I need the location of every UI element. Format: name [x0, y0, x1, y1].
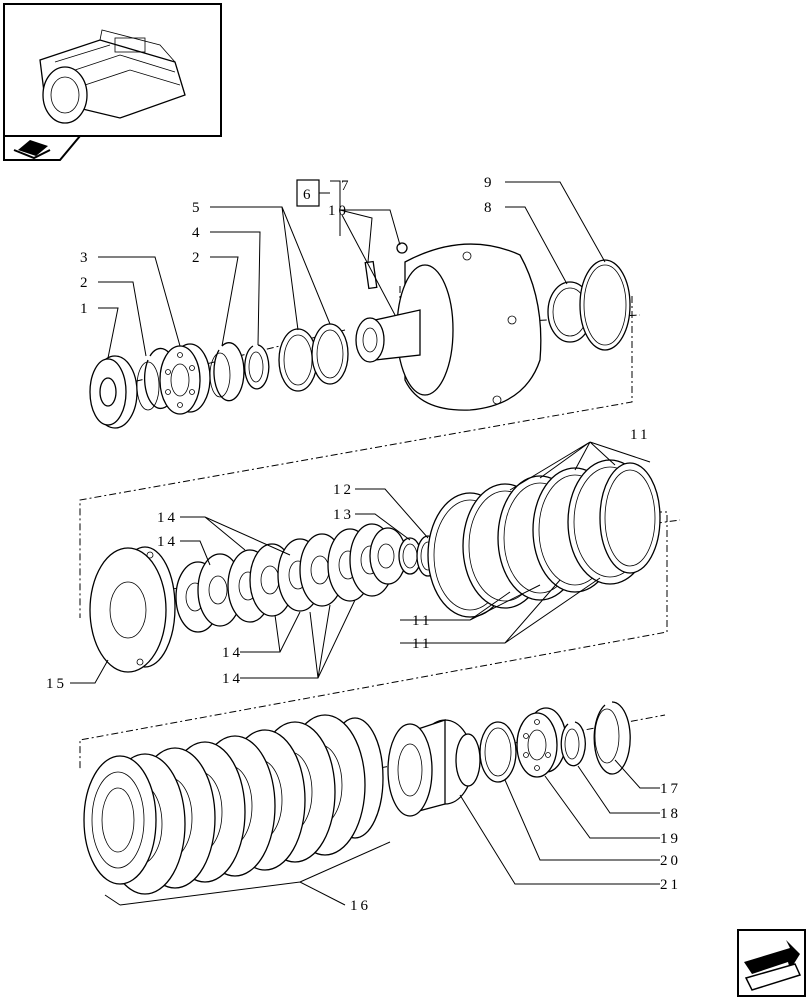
part-label-16[interactable]: 16 [350, 898, 371, 914]
part-1-seal[interactable] [89, 355, 138, 429]
callout-box-6[interactable]: 6 [296, 179, 330, 207]
part-label-1[interactable]: 1 [80, 301, 91, 317]
part-5-ring-pair[interactable] [278, 323, 349, 392]
transmission-housing-icon [39, 29, 186, 124]
part-label-13[interactable]: 13 [333, 507, 354, 523]
part-label-8[interactable]: 8 [484, 200, 495, 216]
part-label-21[interactable]: 21 [660, 877, 681, 893]
part-label-17[interactable]: 17 [660, 781, 681, 797]
part-label-14d[interactable]: 14 [222, 671, 243, 687]
part-4-circlip[interactable] [244, 344, 270, 390]
part-label-14c[interactable]: 14 [222, 645, 243, 661]
part-label-12[interactable]: 12 [333, 482, 354, 498]
part-20-ring[interactable] [479, 721, 517, 783]
part-14-belleville-stack[interactable] [175, 523, 407, 633]
part-3-bearing[interactable] [159, 343, 211, 415]
part-drum-housing[interactable] [355, 243, 542, 411]
thumbnail-frame[interactable] [3, 3, 222, 137]
part-label-20[interactable]: 20 [660, 853, 681, 869]
part-label-6: 6 [303, 187, 314, 203]
book-icon [13, 140, 51, 160]
part-21-hub-gear[interactable] [387, 719, 481, 817]
part-label-3[interactable]: 3 [80, 250, 91, 266]
part-label-11a[interactable]: 11 [630, 427, 650, 443]
part-label-11b[interactable]: 11 [412, 613, 432, 629]
part-label-15[interactable]: 15 [46, 676, 67, 692]
part-label-4[interactable]: 4 [192, 225, 203, 241]
part-7-ball[interactable] [396, 242, 408, 254]
next-page-arrow-icon [744, 940, 802, 991]
part-17-snap-ring[interactable] [593, 701, 631, 775]
part-11-spring-stack[interactable] [427, 459, 661, 618]
part-18-circlip[interactable] [560, 721, 586, 767]
part-label-19[interactable]: 19 [660, 831, 681, 847]
part-9-ring[interactable] [579, 259, 631, 351]
book-icon-tab[interactable] [3, 135, 83, 161]
part-19-bearing[interactable] [516, 707, 567, 778]
part-label-9[interactable]: 9 [484, 175, 495, 191]
part-label-7[interactable]: 7 [341, 178, 352, 194]
part-labels: 1 2 3 2 4 5 7 10 9 8 11 12 13 14 14 11 1… [46, 175, 681, 914]
next-page-button[interactable] [737, 929, 806, 997]
part-2-snap-ring-b[interactable] [209, 342, 245, 402]
part-label-18[interactable]: 18 [660, 806, 681, 822]
part-10-pin[interactable] [364, 260, 378, 290]
part-label-2[interactable]: 2 [80, 275, 91, 291]
part-label-14a[interactable]: 14 [157, 510, 178, 526]
part-label-11c[interactable]: 11 [412, 636, 432, 652]
part-15-piston[interactable] [89, 546, 176, 673]
leader-lines [70, 180, 660, 906]
part-label-10[interactable]: 10 [328, 203, 349, 219]
part-label-14b[interactable]: 14 [157, 534, 178, 550]
part-16-clutch-disc-pack[interactable] [83, 714, 384, 895]
part-label-5[interactable]: 5 [192, 200, 203, 216]
part-label-2b[interactable]: 2 [192, 250, 203, 266]
